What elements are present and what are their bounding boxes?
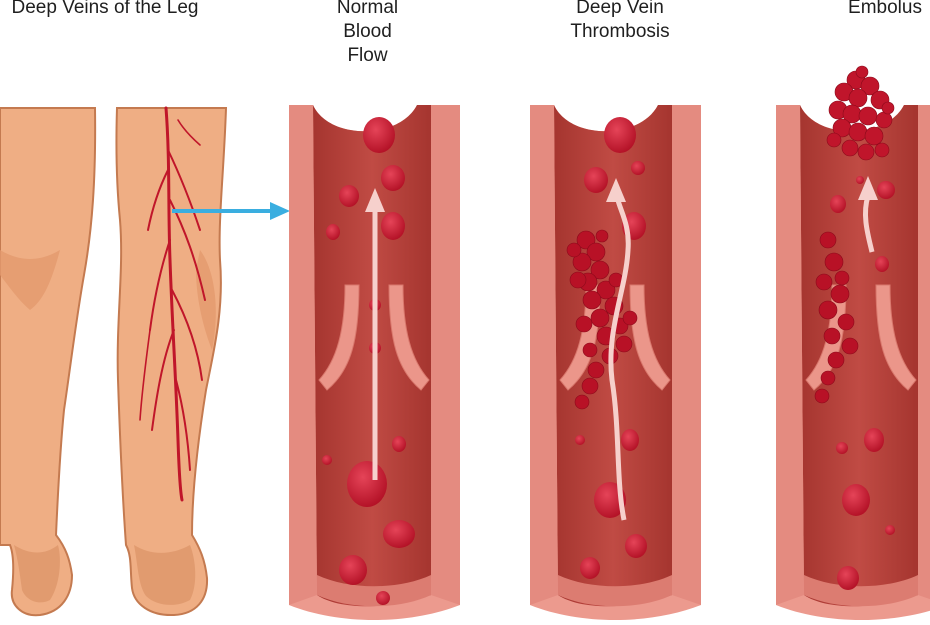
vessel-embolus	[776, 65, 930, 620]
pointer-arrow	[172, 202, 290, 220]
deep-veins	[139, 106, 206, 502]
embolus-blood-cells	[830, 176, 895, 590]
normal-blood-cells	[322, 117, 415, 605]
label-dvt-line-2: Thrombosis	[570, 21, 670, 42]
label-dvt-line-1: Deep Vein	[576, 0, 664, 18]
label-normal-line-1: Normal	[336, 0, 399, 18]
residual-thrombus	[814, 231, 859, 404]
label-normal-line-3: Flow	[347, 45, 388, 66]
label-deep-veins-text: Deep Veins of the Leg	[11, 0, 199, 18]
label-deep-veins: Deep Veins of the Leg	[0, 0, 250, 20]
label-normal-blood-flow: Normal Blood Flow	[300, 0, 435, 68]
left-heel-shadow	[14, 545, 60, 603]
right-heel-shadow	[134, 545, 196, 605]
right-leg	[115, 107, 228, 617]
label-embolus-text: Embolus	[848, 0, 922, 18]
label-deep-vein-thrombosis: Deep Vein Thrombosis	[530, 0, 710, 44]
thrombus-clot	[566, 229, 638, 410]
label-normal-line-2: Blood	[343, 21, 392, 42]
vessel-normal	[289, 105, 460, 620]
label-embolus: Embolus	[800, 0, 930, 20]
vessel-dvt	[530, 105, 701, 620]
embolus-clot	[826, 65, 895, 161]
left-leg	[0, 107, 97, 617]
legs-figure	[0, 106, 228, 617]
left-leg-shadow	[0, 250, 60, 310]
